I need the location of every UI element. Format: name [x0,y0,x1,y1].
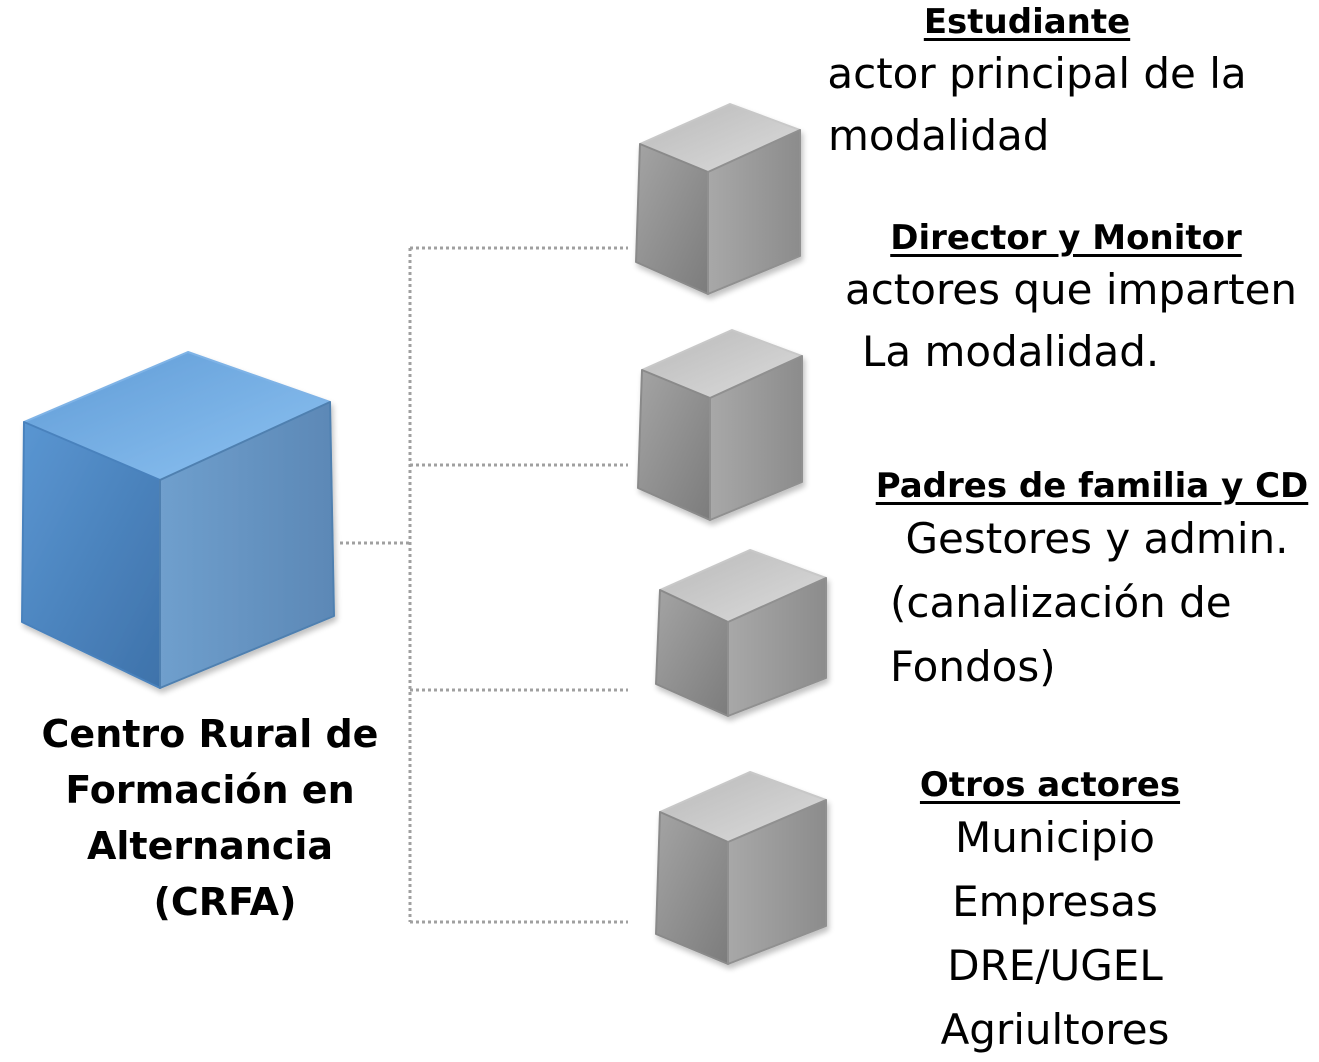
actor-4-heading: Otros actores [919,765,1181,805]
actor-4-line-4: Agriultores [940,1004,1170,1054]
actor-cube-4 [655,771,827,965]
actor-4-line-2: Empresas [952,876,1158,926]
connector-lines [340,246,628,924]
actor-1-line-1: actor principal de la [827,48,1247,98]
actor-cube-2-side [709,355,803,521]
center-node-line-1: Centro Rural de [41,712,379,756]
actor-3-line-2: (canalización de [890,577,1232,627]
actor-cube-1-front [635,143,709,295]
actor-4-line-1: Municipio [955,812,1155,862]
center-cube-side [159,401,335,689]
actor-1-heading: Estudiante [923,2,1131,42]
actor-3-text: Padres de familia y CD Gestores y admin.… [868,466,1316,699]
actor-cube-1-side [707,129,801,295]
actor-3-line-1: Gestores y admin. [905,513,1289,563]
actor-2-line-1: actores que imparten [844,264,1298,314]
actor-2-text: Director y Monitor actores que imparten … [836,218,1306,383]
center-node-line-4: (CRFA) [153,880,297,924]
actor-4-text: Otros actores Municipio Empresas DRE/UGE… [880,765,1230,1062]
actor-cube-3-side [727,577,827,717]
actor-2-line-2: La modalidad. [862,326,1160,376]
actor-2-heading: Director y Monitor [890,218,1242,258]
actor-cube-4-side [727,799,827,965]
actor-cube-2-front [637,369,711,521]
center-cube [21,351,335,689]
actor-3-heading: Padres de familia y CD [875,466,1309,506]
actor-4-line-3: DRE/UGEL [947,940,1163,990]
actor-1-text: Estudiante actor principal de la modalid… [812,2,1262,167]
center-node-line-3: Alternancia [86,824,334,868]
actor-cube-3 [655,549,827,717]
actor-3-line-3: Fondos) [890,641,1056,691]
actor-cube-1 [635,103,801,295]
actor-cube-2 [637,329,803,521]
center-node-line-2: Formación en [65,768,355,812]
center-node-label: Centro Rural de Formación en Alternancia… [20,706,400,930]
actor-1-line-2: modalidad [828,110,1050,160]
